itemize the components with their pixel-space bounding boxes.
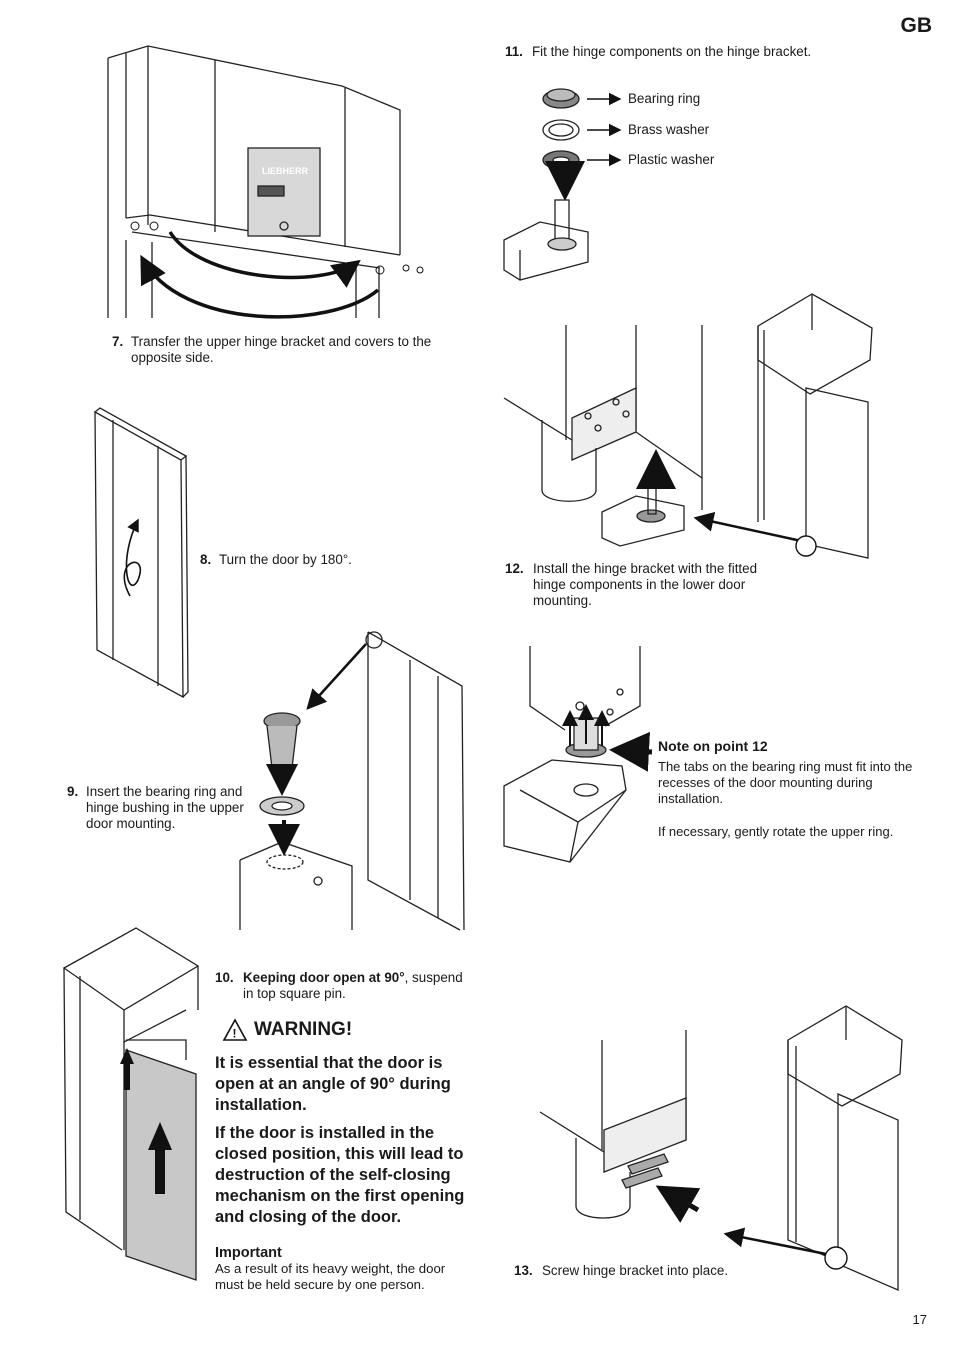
fig10-up-arrows: [120, 1048, 172, 1194]
fig13-appliance: [787, 1005, 903, 1291]
note-text-1: The tabs on the bearing ring must fit in…: [658, 759, 913, 806]
important-block: Important As a result of its heavy weigh…: [215, 1245, 473, 1293]
step-12-text: Install the hinge bracket with the fitte…: [533, 561, 758, 608]
step-9-number: 9.: [67, 784, 79, 799]
rotate-icon: [123, 518, 141, 597]
note-pointer-arrow: [609, 731, 653, 772]
fig7-transfer-arrows: [130, 221, 424, 319]
step-7-text: Transfer the upper hinge bracket and cov…: [131, 334, 432, 365]
brand-logo: LIEBHERR: [262, 166, 309, 176]
step-7-number: 7.: [112, 334, 124, 349]
important-title: Important: [215, 1245, 282, 1261]
step-10-body: Keeping door open at 90°, suspend in top…: [243, 970, 473, 1002]
fig12-appliance: [757, 293, 873, 559]
step-10-text: , suspend in top square pin.: [243, 970, 463, 1001]
note-block: Note on point 12 The tabs on the bearing…: [658, 738, 916, 840]
step-11-number: 11.: [505, 44, 523, 59]
step-10-number: 10.: [215, 970, 234, 985]
note-title: Note on point 12: [658, 738, 768, 754]
fig8-door: [94, 407, 189, 699]
fig9-arrows: [266, 764, 300, 856]
fig13-pointer-arrow: [723, 1227, 837, 1258]
fig12-pointer-arrow: [693, 511, 807, 544]
warning-paragraph-1: It is essential that the door is open at…: [215, 1054, 451, 1114]
language-code: GB: [900, 14, 933, 37]
step-9-text: Insert the bearing ring and hinge bushin…: [86, 784, 244, 831]
fig11-label-arrows: [587, 92, 622, 167]
note-up-arrows: [562, 704, 610, 746]
page-number: 17: [912, 1312, 927, 1327]
step-13-text: Screw hinge bracket into place.: [542, 1263, 729, 1278]
step-10-bold: Keeping door open at 90°: [243, 970, 405, 985]
warning-title: WARNING!: [254, 1019, 353, 1040]
fig10-appliance: [62, 927, 200, 1281]
fig13-detail-marker: [824, 1246, 848, 1270]
step-8-number: 8.: [200, 552, 212, 567]
label-plastic-washer: Plastic washer: [628, 152, 715, 167]
step-8-text: Turn the door by 180°.: [219, 552, 352, 567]
important-text: As a result of its heavy weight, the doo…: [215, 1261, 446, 1292]
fig13-push-arrow: [655, 1185, 701, 1223]
fig9-bushing: [239, 631, 465, 931]
step-13-number: 13.: [514, 1263, 533, 1278]
label-bearing-ring: Bearing ring: [628, 91, 701, 106]
note-text-2: If necessary, gently rotate the upper ri…: [658, 824, 894, 839]
fig11-bracket: [503, 199, 589, 281]
warning-icon: !: [222, 1018, 248, 1041]
fig11-components: [542, 88, 580, 170]
fig9-pointer-arrow: [306, 643, 367, 710]
fig7-appliance-top: [107, 45, 401, 318]
warning-paragraph-2: If the door is installed in the closed p…: [215, 1124, 465, 1226]
step-12-number: 12.: [505, 561, 524, 576]
note-bearing-detail: [503, 646, 641, 863]
svg-text:!: !: [233, 1027, 237, 1041]
label-brass-washer: Brass washer: [628, 122, 710, 137]
fig12-lower-mounting: [503, 325, 703, 547]
step-11-text: Fit the hinge components on the hinge br…: [532, 44, 812, 59]
fig12-detail-marker: [795, 535, 817, 557]
fig13-lower-mounting: [539, 1030, 687, 1219]
